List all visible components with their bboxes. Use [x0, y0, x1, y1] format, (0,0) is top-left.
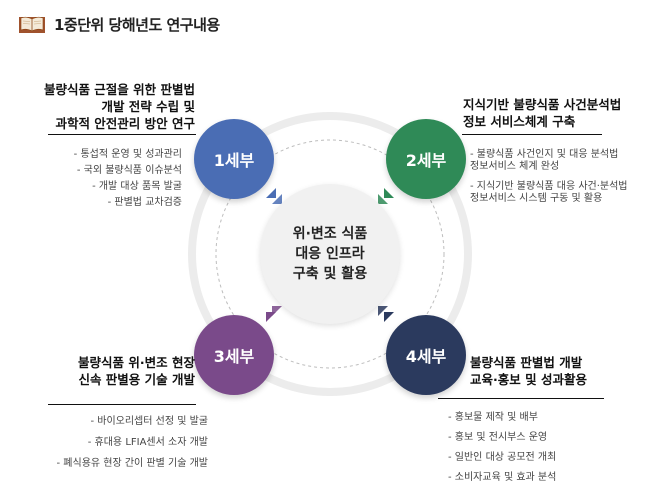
- unit-2-heading-line: 지식기반 불량식품 사건분석법: [463, 97, 622, 112]
- arrow-4-icon: [378, 306, 394, 322]
- header: 1중단위 당해년도 연구내용: [18, 12, 220, 36]
- list-item: - 홍보물 제작 및 배부: [448, 412, 538, 423]
- unit-4-underline: [438, 398, 604, 399]
- center-circle: 위·변조 식품 대응 인프라 구축 및 활용: [260, 184, 400, 324]
- unit-1-list: - 통섭적 운영 및 성과관리 - 국외 불량식품 이슈분석 - 개발 대상 품…: [74, 147, 182, 211]
- unit-1-label: 1세부: [213, 151, 255, 170]
- unit-1-heading-line: 개발 전략 수립 및: [101, 99, 195, 114]
- unit-4-heading-line: 불량식품 판별법 개발: [470, 355, 583, 370]
- unit-3-circle: 3세부: [194, 315, 274, 395]
- list-item: - 바이오리셉터 선정 및 발굴: [90, 416, 208, 427]
- list-item: - 국외 불량식품 이슈분석: [76, 165, 182, 176]
- arrow-1-icon: [266, 188, 282, 204]
- list-item: - 폐식용유 현장 간이 판별 기술 개발: [56, 458, 208, 469]
- list-item: - 통섭적 운영 및 성과관리: [73, 149, 182, 160]
- list-item: - 소비자교육 및 효과 분석: [448, 472, 557, 483]
- unit-2-label: 2세부: [405, 151, 447, 170]
- unit-3-label: 3세부: [213, 347, 255, 366]
- unit-1-heading-line: 과학적 안전관리 방안 연구: [55, 116, 195, 131]
- unit-2-underline: [462, 134, 602, 135]
- unit-4-heading-line: 교육·홍보 및 성과활용: [470, 372, 587, 387]
- list-item: - 판별법 교차검증: [107, 197, 182, 208]
- page-title: 1중단위 당해년도 연구내용: [54, 15, 220, 34]
- unit-3-heading-line: 불량식품 위·변조 현장: [78, 355, 195, 370]
- unit-1-heading-line: 불량식품 근절을 위한 판별법: [43, 82, 195, 97]
- arrow-3-icon: [266, 306, 282, 322]
- center-line-1: 위·변조 식품: [292, 226, 368, 242]
- center-line-3: 구축 및 활용: [292, 266, 368, 282]
- unit-1-heading: 불량식품 근절을 위한 판별법 개발 전략 수립 및 과학적 안전관리 방안 연…: [44, 81, 195, 132]
- outer-ring: [188, 112, 472, 396]
- list-item: - 휴대용 LFIA센서 소자 개발: [87, 437, 208, 448]
- inner-dashed-ring: [215, 139, 445, 369]
- list-item: - 개발 대상 품목 발굴: [92, 181, 182, 192]
- list-item: - 홍보 및 전시부스 운영: [448, 432, 548, 443]
- list-item: 정보서비스 체계 완성: [470, 161, 560, 172]
- unit-1-circle: 1세부: [194, 119, 274, 199]
- unit-2-circle: 2세부: [386, 119, 466, 199]
- unit-3-heading-line: 신속 판별용 기술 개발: [78, 372, 195, 387]
- unit-2-list: - 불량식품 사건인지 및 대응 분석법 정보서비스 체계 완성 - 지식기반 …: [470, 147, 628, 207]
- unit-2-heading-line: 정보 서비스체계 구축: [463, 114, 576, 129]
- unit-2-heading: 지식기반 불량식품 사건분석법 정보 서비스체계 구축: [463, 96, 621, 130]
- unit-4-list: - 홍보물 제작 및 배부 - 홍보 및 전시부스 운영 - 일반인 대상 공모…: [448, 408, 556, 488]
- list-item: - 지식기반 불량식품 대응 사건·분석법: [470, 181, 628, 192]
- book-icon: [19, 16, 45, 33]
- unit-4-heading: 불량식품 판별법 개발 교육·홍보 및 성과활용: [470, 354, 587, 388]
- arrow-2-icon: [378, 188, 394, 204]
- unit-3-heading: 불량식품 위·변조 현장 신속 판별용 기술 개발: [78, 354, 195, 388]
- unit-3-list: - 바이오리셉터 선정 및 발굴 - 휴대용 LFIA센서 소자 개발 - 폐식…: [57, 414, 208, 472]
- center-line-2: 대응 인프라: [295, 246, 365, 262]
- list-item: - 불량식품 사건인지 및 대응 분석법: [470, 149, 619, 160]
- unit-3-underline: [48, 404, 196, 405]
- unit-1-underline: [48, 134, 196, 135]
- unit-4-label: 4세부: [405, 347, 447, 366]
- list-item: - 일반인 대상 공모전 개최: [448, 452, 557, 463]
- list-item: 정보서비스 시스템 구동 및 활용: [470, 193, 603, 204]
- unit-4-circle: 4세부: [386, 315, 466, 395]
